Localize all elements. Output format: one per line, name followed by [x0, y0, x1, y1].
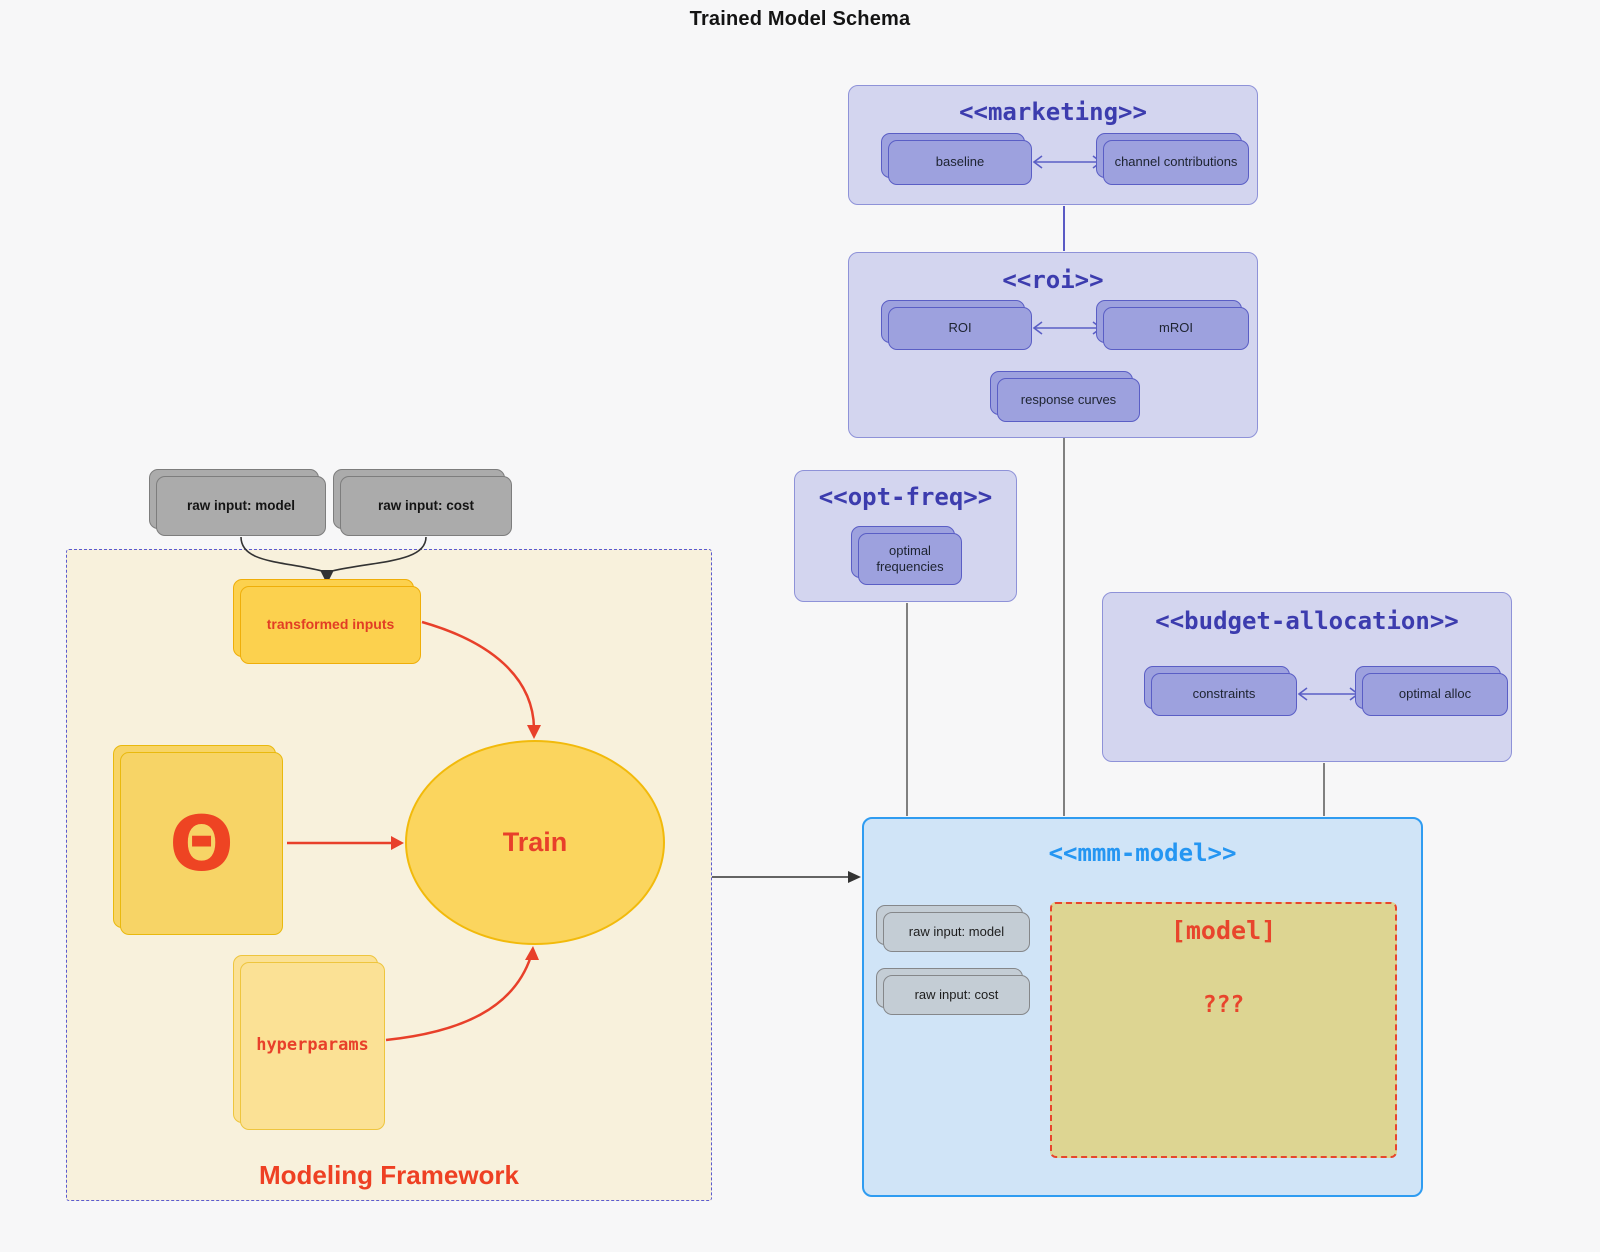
roi-label: ROI: [888, 307, 1032, 350]
mmm-raw-input-cost-node: raw input: cost: [876, 968, 1030, 1015]
constraints-node: constraints: [1144, 666, 1297, 716]
train-node: Train: [405, 740, 665, 945]
baseline-node: baseline: [881, 133, 1032, 185]
marketing-stereotype: <<marketing>>: [959, 98, 1147, 126]
model-placeholder-box: [model] ???: [1050, 902, 1397, 1158]
channel-contributions-node: channel contributions: [1096, 133, 1249, 185]
mmm-model-stereotype: <<mmm-model>>: [1048, 839, 1237, 867]
optimal-frequencies-label: optimal frequencies: [858, 533, 962, 585]
optimal-alloc-label: optimal alloc: [1362, 673, 1508, 716]
theta-node: Θ: [113, 745, 283, 935]
modeling-framework-label: Modeling Framework: [258, 1160, 520, 1190]
mroi-label: mROI: [1103, 307, 1249, 350]
model-placeholder-title: [model]: [1170, 916, 1277, 945]
mmm-raw-input-model-label: raw input: model: [883, 912, 1030, 952]
hyperparams-node: hyperparams: [233, 955, 385, 1130]
page-title: Trained Model Schema: [689, 8, 911, 30]
raw-input-model-node: raw input: model: [149, 469, 326, 536]
raw-input-cost-label: raw input: cost: [340, 476, 512, 536]
optimal-frequencies-node: optimal frequencies: [851, 526, 962, 585]
mmm-raw-input-model-node: raw input: model: [876, 905, 1030, 952]
raw-input-cost-node: raw input: cost: [333, 469, 512, 536]
budget-allocation-stereotype: <<budget-allocation>>: [1155, 607, 1459, 635]
opt-freq-stereotype: <<opt-freq>>: [818, 483, 993, 511]
baseline-label: baseline: [888, 140, 1032, 185]
mmm-raw-input-cost-label: raw input: cost: [883, 975, 1030, 1015]
raw-input-model-label: raw input: model: [156, 476, 326, 536]
model-placeholder-unknown: ???: [1202, 992, 1245, 1018]
constraints-label: constraints: [1151, 673, 1297, 716]
optimal-alloc-node: optimal alloc: [1355, 666, 1508, 716]
theta-symbol: Θ: [120, 752, 283, 935]
mroi-node: mROI: [1096, 300, 1249, 350]
roi-node: ROI: [881, 300, 1032, 350]
hyperparams-label: hyperparams: [240, 962, 385, 1130]
response-curves-label: response curves: [997, 378, 1140, 422]
response-curves-node: response curves: [990, 371, 1140, 422]
edge-framework-mmm: [712, 871, 861, 883]
transformed-inputs-node: transformed inputs: [233, 579, 421, 664]
transformed-inputs-label: transformed inputs: [240, 586, 421, 664]
train-label: Train: [502, 827, 568, 857]
channel-contributions-label: channel contributions: [1103, 140, 1249, 185]
roi-stereotype: <<roi>>: [1002, 266, 1104, 294]
